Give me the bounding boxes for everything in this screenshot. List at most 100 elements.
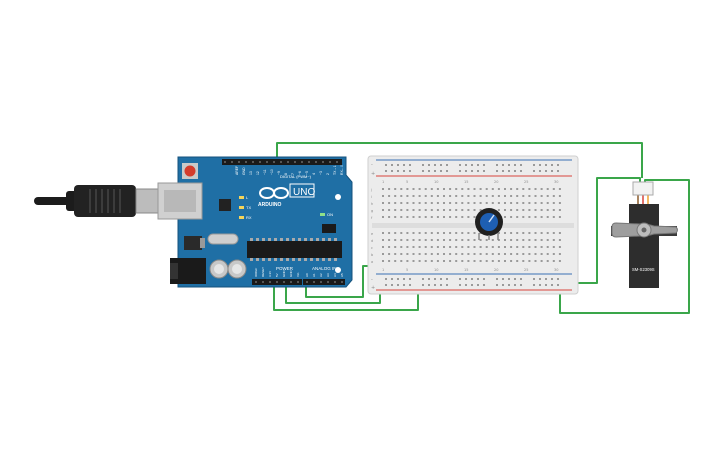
breadboard-hole bbox=[455, 209, 458, 211]
breadboard-hole bbox=[545, 164, 547, 166]
breadboard-hole bbox=[510, 246, 513, 248]
svg-text:AREF: AREF bbox=[235, 166, 239, 175]
svg-text:2: 2 bbox=[326, 173, 330, 175]
breadboard-hole bbox=[497, 260, 500, 262]
breadboard-hole bbox=[497, 188, 500, 190]
breadboard-hole bbox=[520, 170, 522, 172]
atmega-chip bbox=[247, 241, 342, 258]
breadboard-hole bbox=[557, 164, 559, 166]
breadboard-hole bbox=[394, 209, 397, 211]
breadboard-hole bbox=[471, 164, 473, 166]
svg-text:1: 1 bbox=[382, 180, 384, 184]
wire-servo-gnd-to-rail[interactable] bbox=[572, 177, 641, 284]
svg-text:~11: ~11 bbox=[263, 169, 267, 175]
svg-text:a: a bbox=[371, 260, 373, 264]
breadboard-hole bbox=[516, 232, 519, 234]
breadboard-hole bbox=[397, 164, 399, 166]
breadboard-hole bbox=[385, 164, 387, 166]
breadboard-hole bbox=[382, 216, 384, 218]
breadboard-hole bbox=[400, 195, 403, 197]
breadboard-hole bbox=[418, 188, 421, 190]
breadboard-hole bbox=[422, 284, 424, 286]
breadboard-hole bbox=[545, 284, 547, 286]
breadboard-hole bbox=[545, 278, 547, 280]
status-leds bbox=[239, 196, 244, 219]
breadboard-hole bbox=[522, 209, 525, 211]
breadboard-hole bbox=[382, 188, 384, 190]
breadboard-hole bbox=[510, 188, 513, 190]
breadboard-hole bbox=[510, 253, 513, 255]
breadboard-hole bbox=[400, 239, 403, 241]
breadboard-hole bbox=[382, 232, 384, 234]
svg-text:e: e bbox=[371, 232, 373, 236]
breadboard-hole bbox=[394, 202, 397, 204]
svg-text:A3: A3 bbox=[326, 273, 330, 277]
wire-servo-vcc-to-rail[interactable] bbox=[559, 179, 690, 314]
breadboard-hole bbox=[434, 164, 436, 166]
servo-model-label: SM-S2309S bbox=[632, 267, 655, 272]
breadboard-hole bbox=[491, 202, 494, 204]
breadboard-hole bbox=[440, 284, 442, 286]
breadboard-hole bbox=[514, 284, 516, 286]
arduino-uno-board[interactable]: L TX RX ON ARDUINO UNO bbox=[157, 156, 353, 288]
breadboard-hole bbox=[473, 239, 476, 241]
breadboard-hole bbox=[412, 260, 415, 262]
breadboard-hole bbox=[540, 202, 543, 204]
breadboard-hole bbox=[502, 164, 504, 166]
breadboard-hole bbox=[508, 170, 510, 172]
svg-text:20: 20 bbox=[494, 268, 498, 272]
svg-text:A5: A5 bbox=[340, 273, 344, 277]
breadboard-hole bbox=[459, 278, 461, 280]
breadboard-hole bbox=[504, 195, 506, 197]
breadboard[interactable]: - + - + 1 5 10 15 20 25 30 1 5 10 15 20 … bbox=[367, 155, 579, 295]
breadboard-hole bbox=[449, 239, 452, 241]
breadboard-hole bbox=[430, 246, 433, 248]
breadboard-hole bbox=[406, 246, 409, 248]
svg-text:~9: ~9 bbox=[277, 171, 281, 175]
breadboard-hole bbox=[551, 284, 553, 286]
breadboard-hole bbox=[382, 202, 384, 204]
breadboard-hole bbox=[504, 202, 506, 204]
breadboard-hole bbox=[534, 232, 537, 234]
svg-text:A0: A0 bbox=[305, 273, 309, 277]
breadboard-hole bbox=[455, 232, 458, 234]
breadboard-hole bbox=[473, 209, 476, 211]
breadboard-hole bbox=[443, 246, 445, 248]
l-led-label: L bbox=[246, 195, 249, 200]
breadboard-hole bbox=[558, 195, 561, 197]
breadboard-hole bbox=[412, 188, 415, 190]
breadboard-hole bbox=[449, 246, 452, 248]
breadboard-hole bbox=[528, 209, 531, 211]
breadboard-hole bbox=[406, 202, 409, 204]
potentiometer[interactable] bbox=[475, 208, 503, 240]
wire-5v-to-rail[interactable] bbox=[273, 282, 419, 311]
breadboard-hole bbox=[443, 209, 445, 211]
breadboard-hole bbox=[546, 232, 549, 234]
svg-text:15: 15 bbox=[464, 268, 468, 272]
breadboard-hole bbox=[522, 246, 525, 248]
usb-cable[interactable] bbox=[34, 185, 159, 217]
wire-pin9-to-servo-signal[interactable] bbox=[276, 142, 643, 178]
breadboard-hole bbox=[558, 202, 561, 204]
breadboard-hole bbox=[516, 239, 519, 241]
servo-motor[interactable]: SM-S2309S bbox=[611, 181, 678, 288]
svg-text:1: 1 bbox=[382, 268, 384, 272]
breadboard-hole bbox=[485, 253, 488, 255]
breadboard-hole bbox=[461, 253, 464, 255]
wire-gnd-to-rail[interactable] bbox=[285, 282, 381, 304]
breadboard-hole bbox=[485, 195, 488, 197]
breadboard-hole bbox=[467, 260, 470, 262]
breadboard-hole bbox=[394, 232, 397, 234]
breadboard-hole bbox=[406, 239, 409, 241]
rx-led-label: RX bbox=[246, 215, 252, 220]
svg-text:GND: GND bbox=[289, 270, 293, 278]
reset-button[interactable] bbox=[184, 165, 196, 177]
breadboard-hole bbox=[483, 278, 485, 280]
breadboard-hole bbox=[497, 202, 500, 204]
svg-text:25: 25 bbox=[524, 180, 528, 184]
breadboard-hole bbox=[552, 253, 555, 255]
breadboard-hole bbox=[473, 232, 476, 234]
breadboard-hole bbox=[546, 246, 549, 248]
crystal-oscillator bbox=[207, 233, 239, 245]
breadboard-hole bbox=[539, 284, 541, 286]
